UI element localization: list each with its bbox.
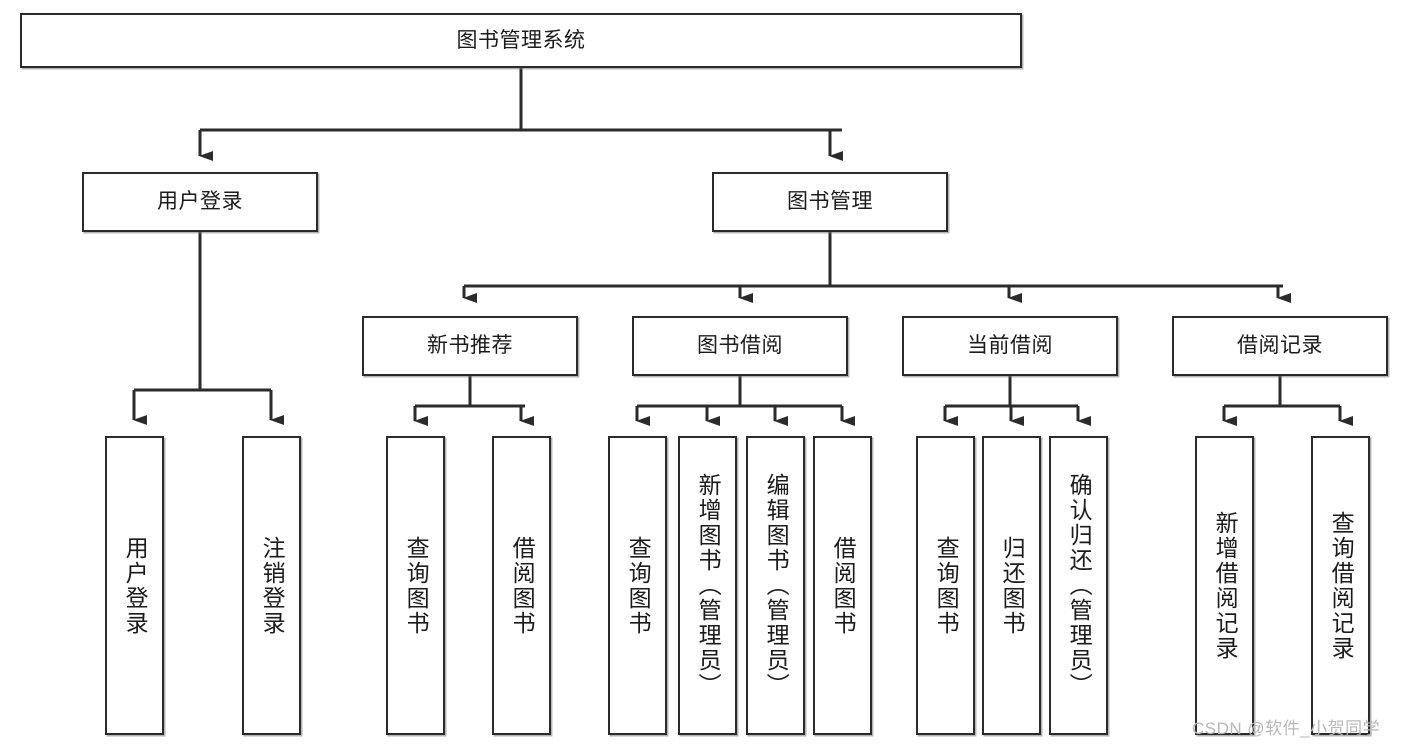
node-label: 查询图书 [403,535,430,636]
node-new-book-recommend[interactable]: 新书推荐 [362,316,578,376]
node-label: 当前借阅 [967,334,1053,358]
node-current-borrow[interactable]: 当前借阅 [902,316,1118,376]
leaf-borrow-edit-book-admin[interactable]: 编辑图书（管理员） [746,436,805,735]
node-label: 注销登录 [259,535,286,636]
node-label: 查询图书 [933,535,960,636]
csdn-watermark: CSDN @软件_小贺同学 [1192,719,1381,738]
node-label: 查询借阅记录 [1328,510,1355,661]
node-label: 图书借阅 [697,334,783,358]
node-user-login[interactable]: 用户登录 [82,172,318,232]
leaf-current-confirm-return-admin[interactable]: 确认归还（管理员） [1049,436,1108,735]
leaf-record-query-record[interactable]: 查询借阅记录 [1311,436,1370,735]
node-root-system[interactable]: 图书管理系统 [20,13,1022,68]
node-label: 归还图书 [999,535,1026,636]
node-label: 借阅图书 [509,535,536,636]
node-book-borrow[interactable]: 图书借阅 [632,316,848,376]
leaf-new-book-borrow[interactable]: 借阅图书 [492,436,551,735]
node-label: 新增借阅记录 [1212,510,1239,661]
node-label: 借阅记录 [1237,334,1323,358]
node-label: 图书管理 [787,190,873,214]
node-label: 图书管理系统 [456,28,586,52]
node-label: 确认归还（管理员） [1066,473,1093,698]
leaf-borrow-borrow-book[interactable]: 借阅图书 [813,436,872,735]
node-label: 编辑图书（管理员） [763,473,790,698]
node-label: 新增图书（管理员） [695,473,722,698]
node-label: 新书推荐 [427,334,513,358]
node-label: 查询图书 [625,535,652,636]
leaf-borrow-add-book-admin[interactable]: 新增图书（管理员） [678,436,737,735]
leaf-record-add-record[interactable]: 新增借阅记录 [1195,436,1254,735]
leaf-current-return-book[interactable]: 归还图书 [982,436,1041,735]
leaf-user-login-login[interactable]: 用户登录 [105,436,164,735]
node-label: 用户登录 [122,535,149,636]
node-label: 借阅图书 [830,535,857,636]
node-book-management[interactable]: 图书管理 [712,172,948,232]
node-label: 用户登录 [157,190,243,214]
leaf-borrow-query-book[interactable]: 查询图书 [608,436,667,735]
leaf-current-query-book[interactable]: 查询图书 [916,436,975,735]
node-borrow-record[interactable]: 借阅记录 [1172,316,1388,376]
leaf-new-book-query[interactable]: 查询图书 [386,436,445,735]
leaf-user-login-logout[interactable]: 注销登录 [242,436,301,735]
